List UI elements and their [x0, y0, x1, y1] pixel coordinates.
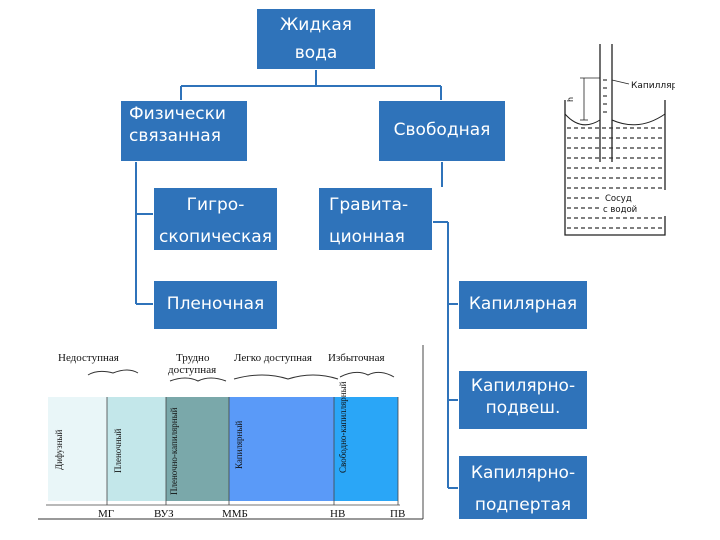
moisture-category-chart: Недоступная Трудно доступная Легко досту…: [38, 345, 424, 520]
capillary-pointer: [611, 79, 630, 85]
cap-supported-line-2: подпертая: [474, 495, 572, 516]
grav-node: Гравита- ционная: [318, 187, 433, 251]
free-node: Свободная: [378, 100, 506, 162]
top-label-easy: Легко доступная: [234, 352, 312, 364]
zone-capillary: [229, 397, 334, 501]
meniscus-right: [611, 113, 666, 126]
cap-supported-line-1: Капилярно-: [470, 463, 576, 483]
cap-suspended-node: Капилярно- подвеш.: [458, 370, 588, 430]
zone-film: [107, 397, 166, 501]
top-label-hard-1: Трудно: [176, 352, 210, 364]
root-line-1: Жидкая: [279, 15, 353, 35]
brace-unavailable: [87, 369, 139, 376]
capillary-label-text: Капилляр: [631, 81, 675, 91]
capillary-vessel-figure: Капилляр h Сосуд с водой: [564, 44, 675, 236]
cap-suspended-line-2: подвеш.: [485, 398, 561, 419]
bottom-label-vuz: ВУЗ: [154, 508, 174, 520]
film-label: Пленочная: [166, 294, 265, 314]
zone-free-capillary: [334, 397, 398, 501]
cap-supported-node: Капилярно- подпертая: [458, 455, 588, 520]
free-label: Свободная: [393, 120, 491, 140]
bottom-label-nv: НВ: [330, 508, 345, 520]
bound-line-2: связанная: [129, 126, 221, 147]
hygro-line-2: скопическая: [159, 227, 272, 248]
bound-line-1: Физически: [129, 104, 226, 124]
capillary-node: Капилярная: [458, 280, 588, 330]
root-node: Жидкая вода: [256, 8, 376, 70]
zone-label-free-capillary: Свободно-капиллярный: [338, 381, 348, 473]
zone-film-capillary: [166, 397, 229, 501]
top-label-excess: Избыточная: [328, 352, 385, 364]
bottom-label-pv: ПВ: [390, 508, 405, 520]
capillary-label: Капилярная: [468, 294, 578, 314]
bottom-label-mg: МГ: [98, 508, 114, 520]
brace-hard: [169, 377, 227, 382]
top-label-unavailable: Недоступная: [58, 352, 119, 364]
vessel-label-line-1: Сосуд: [605, 194, 632, 204]
vessel-outline: [564, 100, 666, 236]
hygro-line-1: Гигро-: [186, 195, 245, 215]
hygro-node: Гигро- скопическая: [153, 187, 278, 251]
zone-label-capillary: Капилярный: [234, 421, 244, 469]
film-node: Пленочная: [153, 280, 278, 330]
brace-excess: [339, 371, 395, 378]
meniscus-left: [564, 113, 601, 126]
grav-line-2: ционная: [329, 227, 405, 248]
height-label-text: h: [566, 97, 575, 102]
cap-suspended-line-1: Капилярно-: [470, 376, 576, 396]
zone-label-diffuse: Дифузный: [54, 430, 64, 470]
grav-line-1: Гравита-: [329, 195, 409, 215]
top-label-hard-2: доступная: [168, 364, 216, 376]
zone-label-film: Пленочный: [113, 429, 123, 473]
brace-easy: [233, 374, 339, 380]
zone-label-film-capillary: Пленочно-капилярный: [169, 407, 179, 495]
zone-diffuse: [48, 397, 107, 501]
bottom-label-mmb: ММБ: [222, 508, 248, 520]
vessel-label-line-2: с водой: [603, 205, 637, 215]
bound-node: Физически связанная: [120, 100, 248, 162]
root-line-2: вода: [294, 43, 338, 64]
